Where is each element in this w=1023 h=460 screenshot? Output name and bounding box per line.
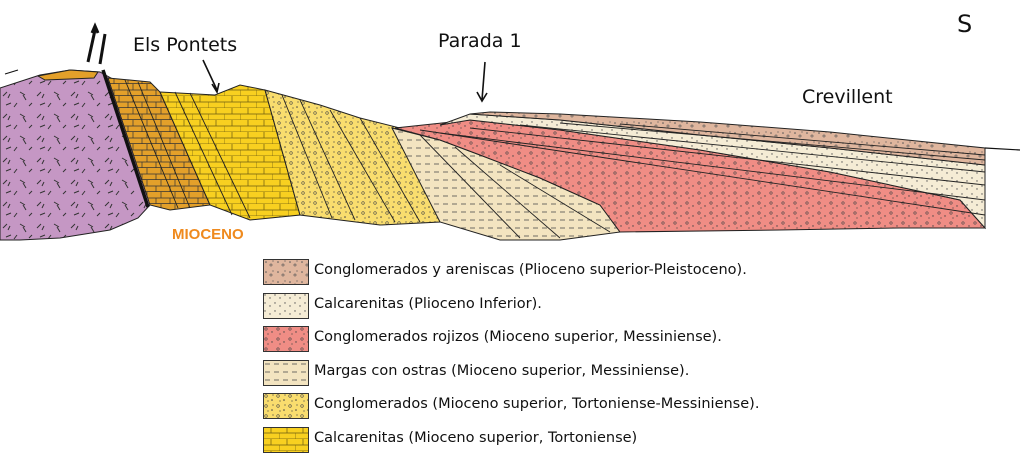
direction-label: S [957, 10, 972, 38]
legend-label: Conglomerados y areniscas (Plioceno supe… [314, 262, 747, 278]
legend-label: Conglomerados (Mioceno superior, Tortoni… [314, 396, 759, 412]
legend-item: Calcarenitas (Plioceno Inferior). [263, 293, 759, 327]
legend-label: Conglomerados rojizos (Mioceno superior,… [314, 329, 722, 345]
legend-item: Margas con ostras (Mioceno superior, Mes… [263, 360, 759, 394]
topographic-surface-line [985, 148, 1020, 150]
legend-item: Calcarenitas (Mioceno superior, Tortonie… [263, 427, 759, 460]
legend-swatch-marl [263, 360, 309, 386]
summit-cap [38, 70, 98, 80]
legend-swatch-red-conglomerate [263, 326, 309, 352]
legend-swatch-yellow-conglomerate [263, 393, 309, 419]
legend-item: Conglomerados rojizos (Mioceno superior,… [263, 326, 759, 360]
legend: Conglomerados y areniscas (Plioceno supe… [263, 259, 759, 460]
edge-tick [5, 70, 18, 74]
parada-pointer-icon [477, 62, 487, 101]
parada-label: Parada 1 [438, 30, 522, 52]
els-pontets-pointer-icon [203, 60, 219, 92]
legend-swatch-cream-calcarenite [263, 293, 309, 319]
fault-arrows-icon [88, 26, 105, 64]
els-pontets-label: Els Pontets [133, 34, 237, 56]
legend-label: Calcarenitas (Plioceno Inferior). [314, 296, 542, 312]
legend-label: Margas con ostras (Mioceno superior, Mes… [314, 363, 689, 379]
legend-item: Conglomerados (Mioceno superior, Tortoni… [263, 393, 759, 427]
crevillent-label: Crevillent [802, 86, 893, 108]
legend-item: Conglomerados y areniscas (Plioceno supe… [263, 259, 759, 293]
legend-label: Calcarenitas (Mioceno superior, Tortonie… [314, 430, 637, 446]
mioceno-label: MIOCENO [172, 226, 244, 243]
legend-swatch-tan-conglomerate [263, 259, 309, 285]
legend-swatch-yellow-calcarenite [263, 427, 309, 453]
